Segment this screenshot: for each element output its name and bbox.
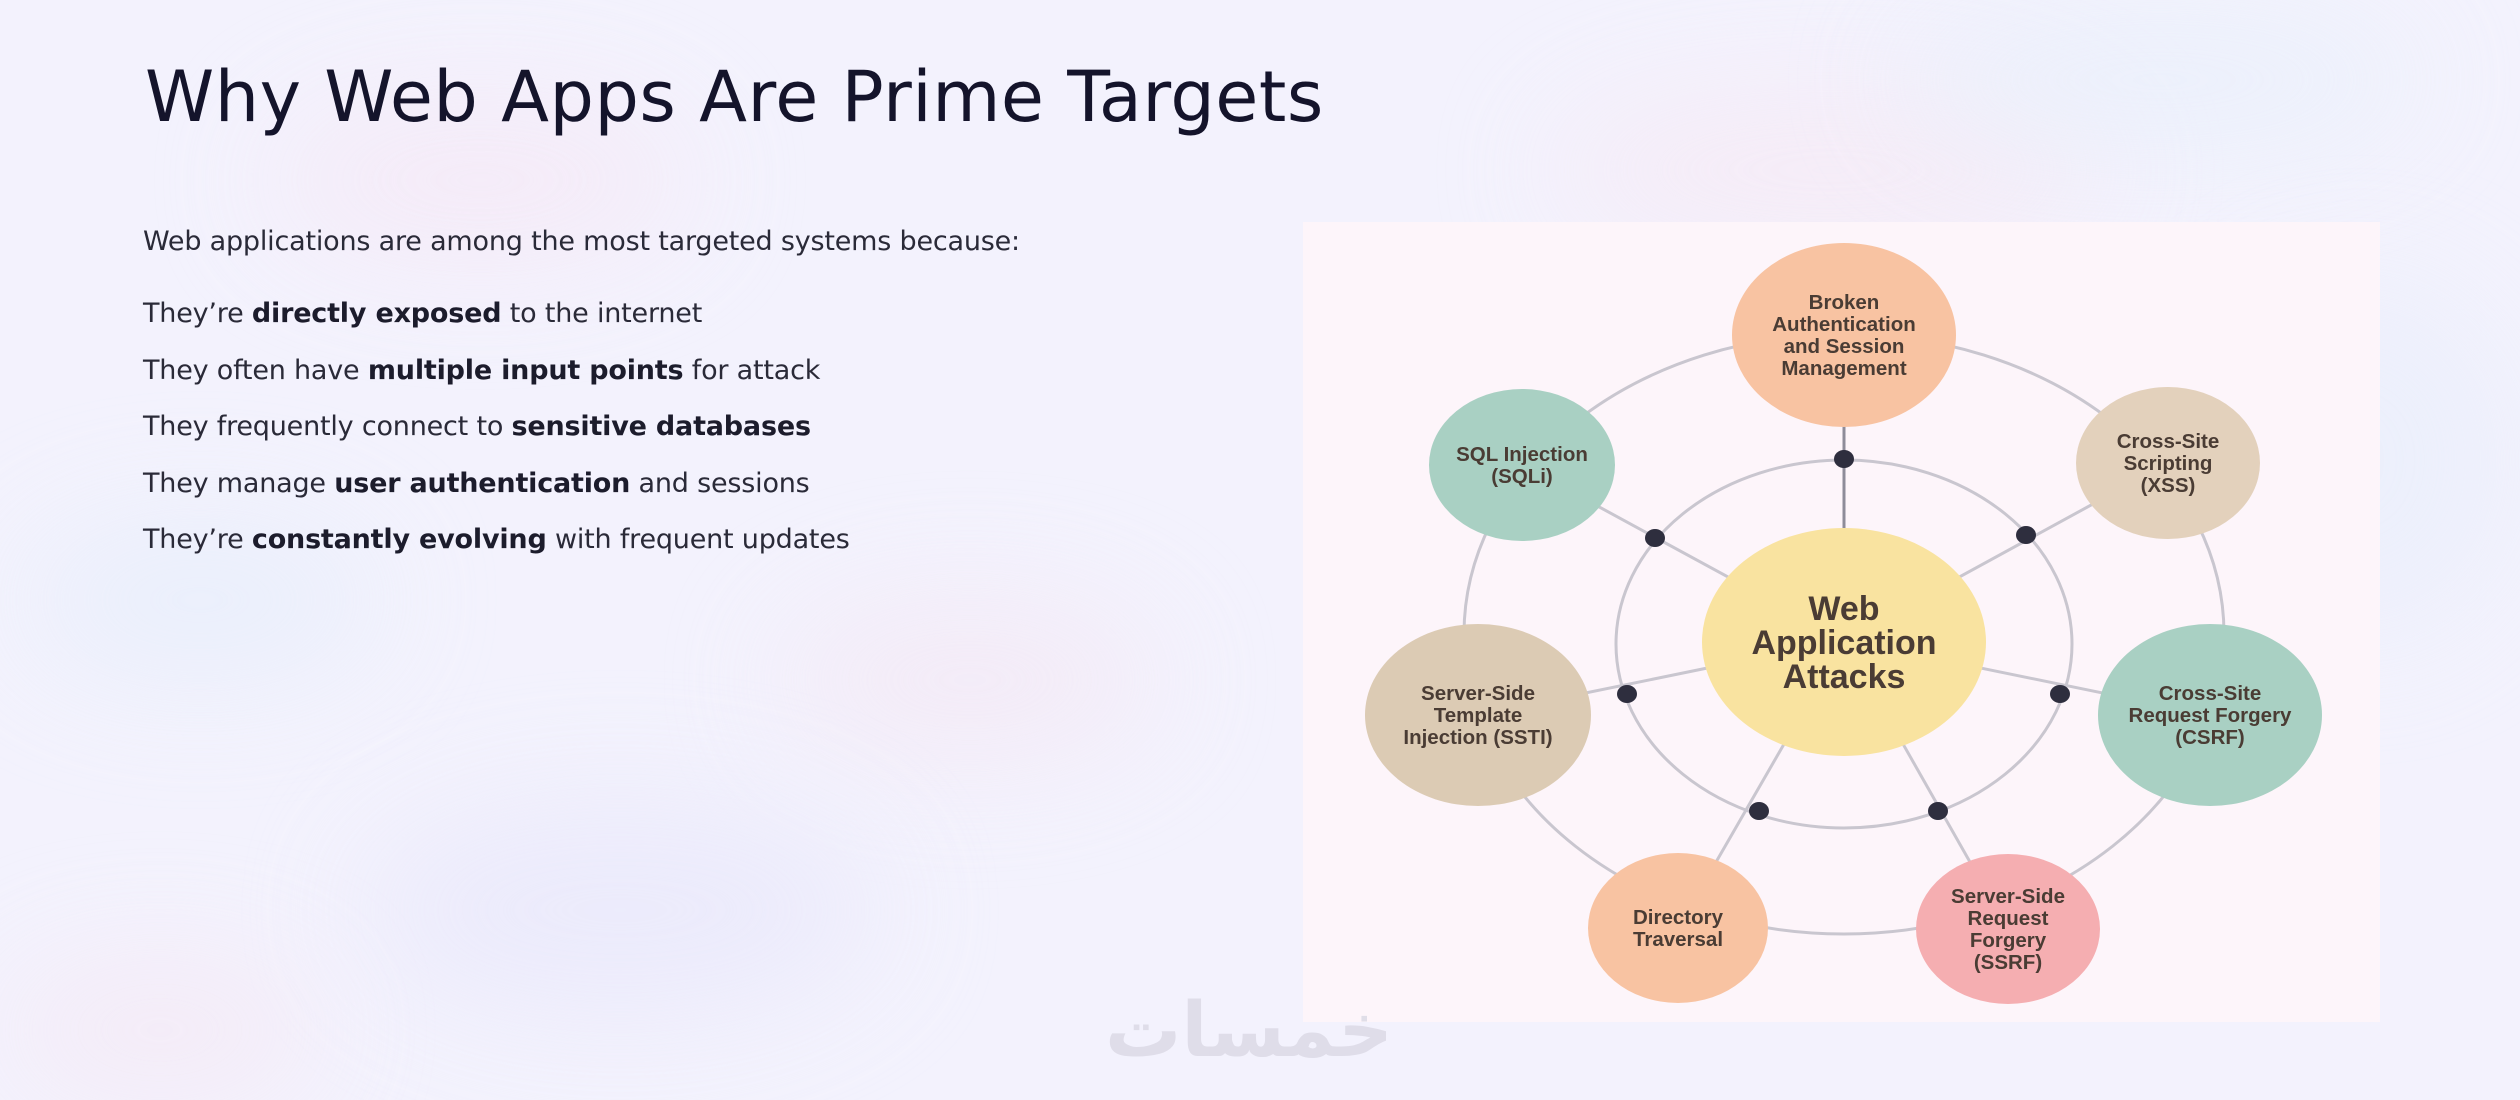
attack-node-circle — [1732, 243, 1956, 427]
attack-node-circle — [2098, 624, 2322, 806]
attack-node-label: Server-Side — [1951, 885, 2065, 908]
center-node-label: Application — [1751, 624, 1936, 662]
attack-node-label: (XSS) — [2141, 474, 2196, 497]
attack-node-label: SQL Injection — [1456, 443, 1588, 466]
attack-node-circle — [1588, 853, 1768, 1003]
attack-node-label: (CSRF) — [2175, 726, 2244, 749]
junction-dot — [1617, 685, 1637, 703]
junction-dot — [1928, 802, 1948, 820]
attack-node-circle — [1365, 624, 1591, 806]
attack-node-label: Directory — [1633, 906, 1724, 929]
attack-node-circle — [2076, 387, 2260, 539]
reason-text: to the internet — [501, 298, 703, 329]
attack-node-label: and Session — [1784, 335, 1905, 358]
reason-emphasis: constantly evolving — [251, 524, 547, 555]
reason-text: They manage — [143, 467, 335, 499]
reason-emphasis: sensitive databases — [511, 411, 811, 442]
attack-node-label: Cross-Site — [2117, 430, 2220, 453]
reason-item: They frequently connect to sensitive dat… — [143, 405, 850, 462]
attack-node-label: Traversal — [1633, 928, 1723, 951]
attack-node-label: Template — [1434, 704, 1522, 727]
junction-dot — [1834, 450, 1854, 468]
intro-text: Web applications are among the most targ… — [143, 226, 1020, 257]
reason-emphasis: user authentication — [334, 467, 631, 499]
attack-node-label: Request Forgery — [2129, 704, 2292, 727]
attack-node-label: Request — [1968, 907, 2049, 930]
attack-node-label: (SQLi) — [1491, 465, 1553, 488]
attack-node-circle — [1429, 389, 1615, 541]
attack-node-label: (SSRF) — [1974, 951, 2042, 974]
reason-item: They’re directly exposed to the internet — [143, 292, 850, 349]
reason-text: and sessions — [630, 467, 810, 499]
reason-text: with frequent updates — [546, 524, 850, 555]
center-node-circle — [1702, 528, 1986, 756]
junction-dot — [2050, 685, 2070, 703]
attack-node-label: Forgery — [1970, 929, 2047, 952]
watermark-logo: خمسات — [1105, 985, 1393, 1074]
slide-title: Why Web Apps Are Prime Targets — [145, 56, 1324, 138]
center-node-label: Attacks — [1783, 658, 1906, 696]
background-blob — [780, 600, 1160, 760]
reasons-list: They’re directly exposed to the internet… — [143, 292, 850, 575]
attack-node-label: Server-Side — [1421, 682, 1535, 705]
attack-node-label: Management — [1781, 357, 1906, 380]
attack-node-circle — [1916, 854, 2100, 1004]
background-blob — [360, 800, 880, 1020]
attack-node-label: Scripting — [2124, 452, 2213, 475]
reason-item: They often have multiple input points fo… — [143, 349, 850, 406]
reason-item: They manage user authentication and sess… — [143, 462, 850, 519]
attack-node-sqli: SQL Injection(SQLi) — [1429, 389, 1615, 541]
junction-dot — [1749, 802, 1769, 820]
attack-node-label: Broken — [1809, 291, 1880, 314]
reason-text: They often have — [143, 354, 368, 386]
reason-text: They’re — [143, 298, 252, 329]
reason-text: They’re — [143, 524, 252, 555]
attack-node-label: Cross-Site — [2159, 682, 2262, 705]
reason-text: They frequently connect to — [143, 411, 512, 442]
reason-emphasis: multiple input points — [367, 354, 684, 386]
reason-emphasis: directly exposed — [251, 298, 502, 329]
background-blob — [1900, 10, 2420, 150]
background-blob — [0, 960, 320, 1100]
reason-text: for attack — [683, 354, 821, 386]
center-node-label: Web — [1808, 590, 1879, 628]
attack-node-label: Authentication — [1772, 313, 1916, 336]
reason-item: They’re constantly evolving with frequen… — [143, 518, 850, 575]
junction-dot — [2016, 526, 2036, 544]
attack-node-label: Injection (SSTI) — [1403, 726, 1552, 749]
junction-dot — [1645, 529, 1665, 547]
